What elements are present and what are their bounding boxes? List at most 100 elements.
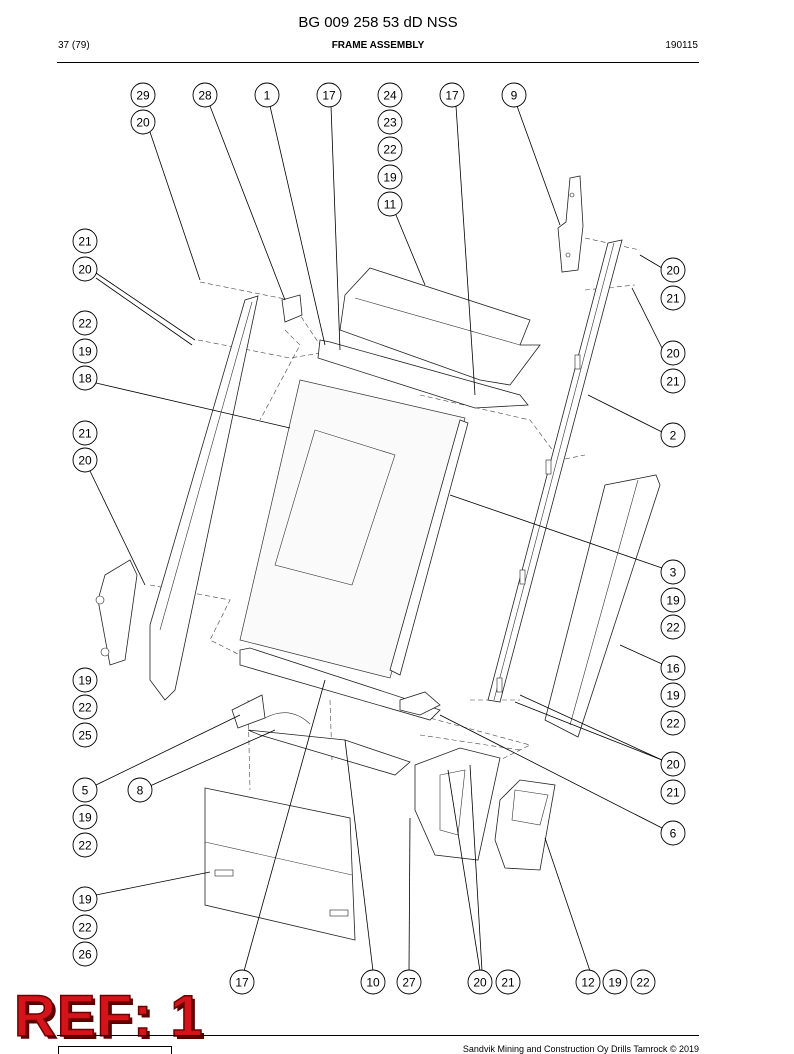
item-balloon-label: 19 — [78, 893, 92, 907]
item-balloon-circle — [377, 191, 403, 217]
part-16-panel — [544, 474, 661, 738]
item-balloon-label: 12 — [581, 976, 595, 990]
item-balloon-circle — [72, 447, 98, 473]
item-balloon: 22 — [630, 969, 656, 995]
item-balloon-circle — [439, 82, 465, 108]
item-balloon-label: 21 — [666, 375, 680, 389]
item-balloon: 19 — [72, 886, 98, 912]
item-balloon: 23 — [377, 109, 403, 135]
copyright-text: Sandvik Mining and Construction Oy Drill… — [462, 1044, 699, 1054]
item-balloon-circle — [72, 914, 98, 940]
item-balloon: 16 — [660, 655, 686, 681]
item-balloon-circle — [229, 969, 255, 995]
item-balloon-circle — [72, 777, 98, 803]
item-balloon-circle — [72, 886, 98, 912]
part-27-cover — [414, 747, 501, 861]
item-balloon: 8 — [127, 777, 153, 803]
item-balloon: 20 — [660, 751, 686, 777]
part-1-crossbar — [317, 339, 529, 409]
item-balloon: 26 — [72, 941, 98, 967]
item-balloon-circle — [660, 368, 686, 394]
part-12-grille-cover — [494, 779, 556, 871]
item-balloon: 21 — [495, 969, 521, 995]
item-balloon-circle — [660, 422, 686, 448]
item-balloon-label: 17 — [235, 976, 249, 990]
item-balloon: 12 — [575, 969, 601, 995]
item-balloon-circle — [660, 285, 686, 311]
item-balloon-circle — [377, 82, 403, 108]
item-balloon-label: 6 — [670, 827, 677, 841]
item-balloon-circle — [660, 559, 686, 585]
item-balloon-label: 20 — [136, 116, 150, 130]
item-balloon-label: 21 — [78, 427, 92, 441]
header-rule — [57, 62, 699, 63]
item-balloon: 22 — [72, 694, 98, 720]
item-balloon: 29 — [130, 82, 156, 108]
item-balloon: 22 — [377, 136, 403, 162]
part-3-profile — [389, 419, 469, 676]
item-balloon-circle — [660, 587, 686, 613]
item-balloon: 19 — [660, 587, 686, 613]
logo-mark — [58, 1046, 172, 1054]
item-balloon-label: 17 — [322, 89, 336, 103]
item-balloon-label: 28 — [198, 89, 212, 103]
item-balloon: 19 — [72, 338, 98, 364]
item-balloon: 21 — [660, 285, 686, 311]
item-balloon-circle — [72, 365, 98, 391]
item-balloon: 25 — [72, 722, 98, 748]
part-6-box — [399, 691, 441, 716]
item-balloon: 20 — [467, 969, 493, 995]
item-balloon-label: 22 — [383, 143, 397, 157]
item-balloon-circle — [396, 969, 422, 995]
item-balloon-label: 20 — [473, 976, 487, 990]
item-balloon: 22 — [72, 832, 98, 858]
item-balloon-label: 21 — [501, 976, 515, 990]
item-balloon-label: 19 — [383, 171, 397, 185]
item-balloon: 6 — [660, 820, 686, 846]
item-balloon-label: 2 — [670, 429, 677, 443]
item-balloon-label: 22 — [636, 976, 650, 990]
item-balloon: 21 — [660, 779, 686, 805]
item-balloon-label: 20 — [666, 347, 680, 361]
item-balloon: 18 — [72, 365, 98, 391]
item-balloon-label: 27 — [402, 976, 416, 990]
item-balloon-circle — [127, 777, 153, 803]
item-balloon-label: 22 — [78, 839, 92, 853]
item-balloon: 3 — [660, 559, 686, 585]
revision-date: 190115 — [665, 40, 698, 51]
item-balloon-circle — [660, 682, 686, 708]
item-balloon-label: 22 — [78, 921, 92, 935]
item-balloon: 19 — [377, 164, 403, 190]
item-balloon-circle — [660, 340, 686, 366]
item-balloon-label: 19 — [78, 345, 92, 359]
part-25-bracket — [95, 559, 138, 666]
item-balloon-circle — [72, 832, 98, 858]
item-balloon: 5 — [72, 777, 98, 803]
item-balloon-label: 21 — [666, 786, 680, 800]
item-balloon-circle — [130, 82, 156, 108]
item-balloon: 21 — [72, 420, 98, 446]
item-balloon-label: 1 — [264, 89, 271, 103]
item-balloon-label: 18 — [78, 372, 92, 386]
item-balloon-label: 5 — [82, 784, 89, 798]
item-balloon: 21 — [72, 228, 98, 254]
item-balloon-circle — [72, 804, 98, 830]
item-balloon: 24 — [377, 82, 403, 108]
part-26-lower-panel — [204, 787, 356, 941]
item-balloon-label: 19 — [666, 689, 680, 703]
ref-stamp: REF: 1 — [13, 984, 204, 1049]
page-number: 37 (79) — [58, 40, 90, 51]
leader-lines — [89, 105, 663, 972]
item-balloon: 9 — [501, 82, 527, 108]
item-balloon: 1 — [254, 82, 280, 108]
item-balloon-label: 20 — [666, 264, 680, 278]
item-balloon-label: 21 — [666, 292, 680, 306]
item-balloon-label: 9 — [511, 89, 518, 103]
item-balloon-circle — [377, 164, 403, 190]
item-balloon: 19 — [602, 969, 628, 995]
item-balloon-circle — [377, 109, 403, 135]
item-balloon: 17 — [229, 969, 255, 995]
item-balloon-label: 19 — [78, 811, 92, 825]
